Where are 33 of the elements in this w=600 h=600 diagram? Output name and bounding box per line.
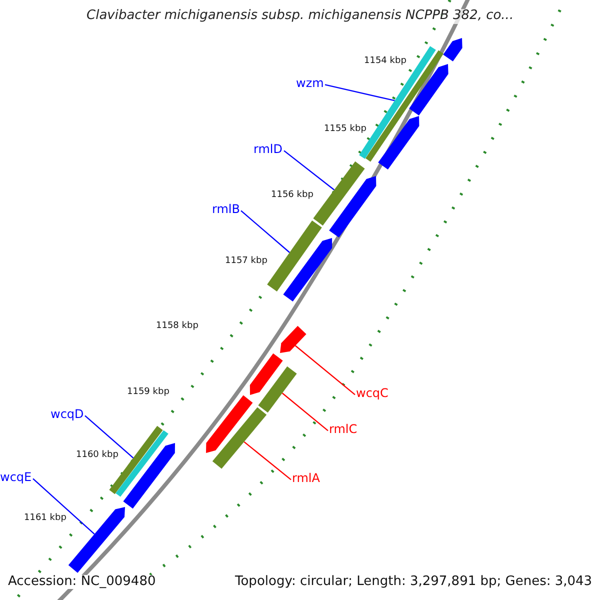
scale-label: 1161 kbp: [24, 513, 66, 524]
scale-label: 1154 kbp: [364, 56, 406, 66]
gene-label: wcqC: [356, 387, 388, 401]
gene-bar: [267, 220, 322, 292]
leader-line: [84, 415, 134, 458]
gene-label: wzm: [296, 77, 324, 91]
gene-label: wcqD: [50, 408, 84, 422]
leader-line: [32, 478, 95, 535]
leader-line: [324, 84, 395, 102]
gene-label: rmlC: [329, 423, 358, 437]
gene-label: rmlD: [254, 143, 282, 157]
gene-bar: [258, 366, 297, 413]
gene-label: wcqE: [0, 471, 32, 485]
gene-block: [280, 326, 306, 353]
scale-label: 1157 kbp: [225, 256, 268, 266]
gene-bar: [313, 161, 365, 226]
scale-label: 1158 kbp: [156, 321, 198, 332]
map-info: Topology: circular; Length: 3,297,891 bp; Genes: 3,043: [235, 574, 592, 590]
leader-line: [282, 392, 328, 432]
leader-line: [244, 441, 292, 480]
scale-label: 1155 kbp: [324, 124, 366, 134]
scale-label: 1160 kbp: [76, 450, 118, 460]
scale-label: 1156 kbp: [271, 190, 314, 200]
map-info: Accession: NC_009480: [8, 574, 156, 590]
leader-line: [294, 345, 356, 396]
gene-block: [68, 507, 125, 573]
leader-line: [240, 210, 290, 253]
gene-label: rmlA: [292, 472, 320, 486]
gene-bar: [212, 407, 267, 469]
map-title: Clavibacter michiganensis subsp. michiganensis NCPPB 382, co...: [86, 9, 514, 24]
gene-label: rmlB: [212, 203, 240, 217]
leader-line: [284, 150, 335, 190]
scale-label: 1159 kbp: [127, 387, 170, 398]
